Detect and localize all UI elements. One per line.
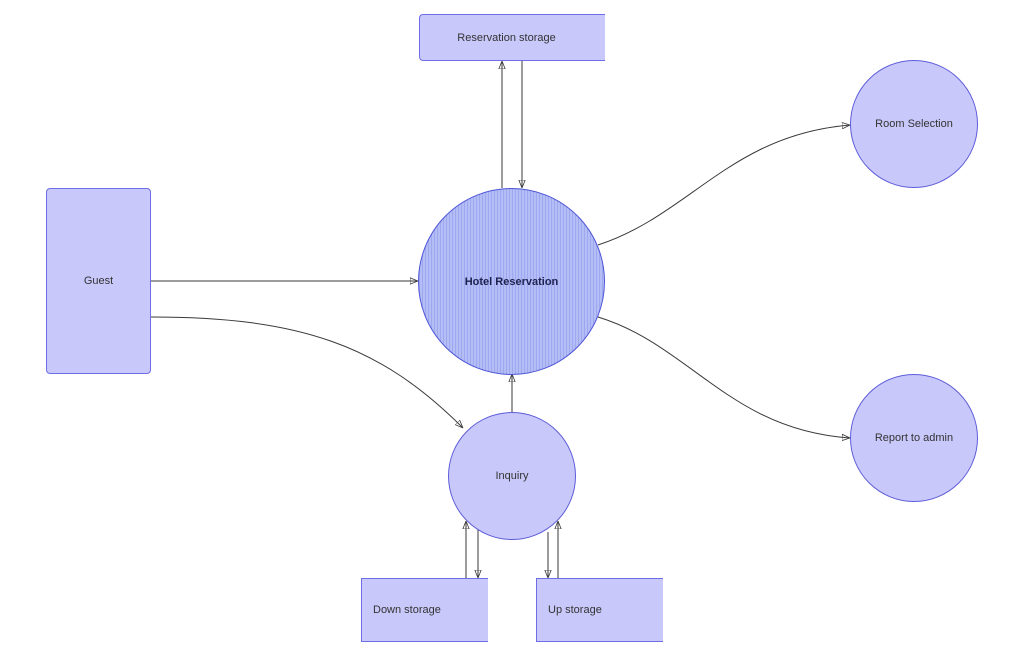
- edge-hotel-reservation-to-report-to-admin: [597, 316, 850, 438]
- inquiry-process[interactable]: Inquiry: [448, 412, 576, 540]
- reservation-storage-store[interactable]: Reservation storage: [419, 14, 605, 61]
- report-to-admin-label: Report to admin: [874, 432, 954, 444]
- edge-guest-to-inquiry: [150, 316, 463, 428]
- room-selection-label: Room Selection: [875, 118, 953, 130]
- down-storage-label: Down storage: [373, 604, 441, 616]
- report-to-admin-process[interactable]: Report to admin: [850, 374, 978, 502]
- down-storage-store[interactable]: Down storage: [361, 578, 488, 642]
- hotel-reservation-label: Hotel Reservation: [464, 275, 559, 288]
- room-selection-process[interactable]: Room Selection: [850, 60, 978, 188]
- edge-hotel-reservation-to-room-selection: [597, 125, 850, 246]
- guest-label: Guest: [83, 275, 114, 287]
- inquiry-label: Inquiry: [495, 470, 529, 482]
- reservation-storage-label: Reservation storage: [457, 31, 556, 44]
- up-storage-label: Up storage: [548, 604, 602, 616]
- guest-entity[interactable]: Guest: [46, 188, 151, 374]
- up-storage-store[interactable]: Up storage: [536, 578, 663, 642]
- hotel-reservation-process[interactable]: Hotel Reservation: [418, 188, 605, 375]
